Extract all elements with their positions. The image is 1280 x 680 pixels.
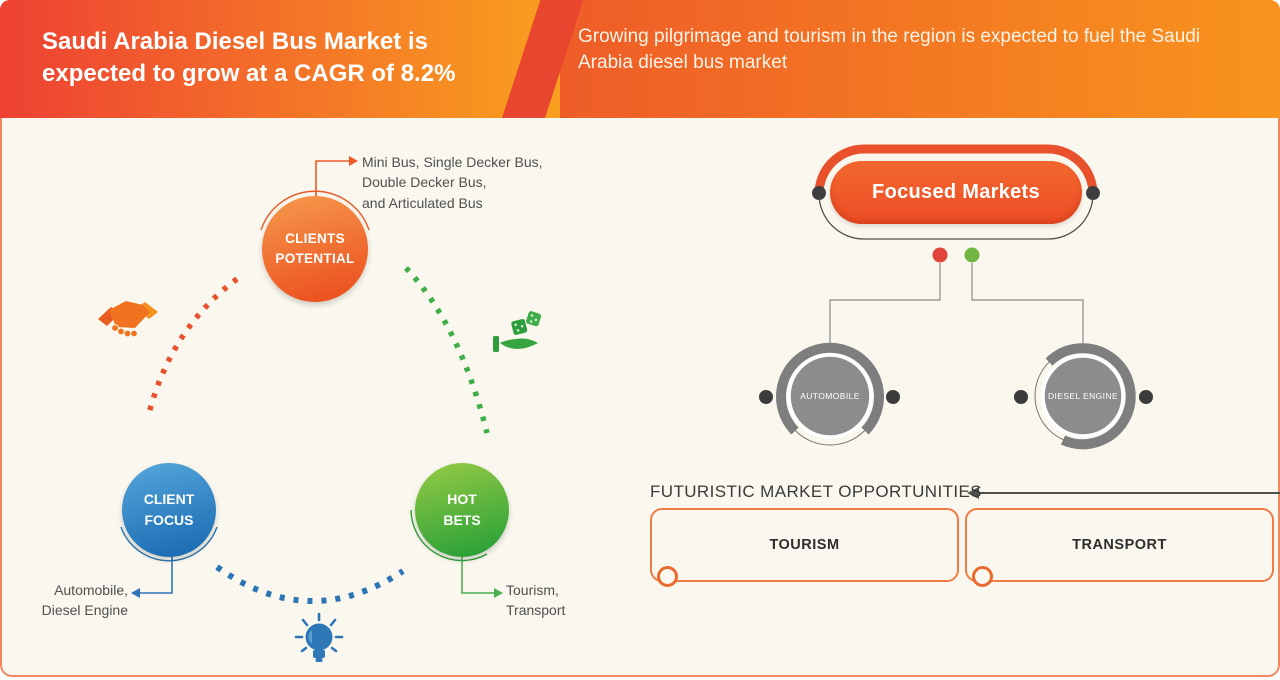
diesel-circle	[1041, 354, 1125, 438]
green-dashed-arc	[404, 266, 490, 434]
page-title: Saudi Arabia Diesel Bus Market is expect…	[42, 28, 456, 88]
focused-markets-title: Focused Markets	[872, 181, 1040, 203]
client-focus-arrow-line	[140, 556, 173, 594]
connector-to-diesel-engine	[971, 263, 1084, 348]
diesel-thick-arc	[1045, 343, 1136, 450]
hot-bets-arrow-line	[461, 556, 494, 594]
diesel-left-dot	[1014, 390, 1028, 404]
automobile-left-dot	[759, 390, 773, 404]
tourism-label: TOURISM	[769, 537, 840, 553]
banner-left-gradient	[0, 0, 560, 118]
client-focus-node: CLIENT FOCUS	[122, 463, 216, 557]
green-branch-dot	[964, 247, 980, 263]
automobile-label: AUTOMOBILE	[800, 391, 860, 401]
hot-bets-annotation: Tourism, Transport	[506, 582, 566, 619]
clients-potential-node: CLIENTS POTENTIAL	[262, 196, 368, 302]
opportunity-box-tourism: TOURISM	[650, 508, 959, 582]
red-branch-dot	[932, 247, 948, 263]
clients-potential-arrow-head	[349, 156, 358, 166]
client-focus-ring-arc	[120, 526, 218, 562]
header-banner: Saudi Arabia Diesel Bus Market is expect…	[0, 0, 1280, 118]
lightbulb-icon	[292, 606, 346, 677]
capsule-right-dot	[1086, 186, 1100, 200]
client-focus-label: CLIENT FOCUS	[143, 491, 195, 528]
clients-potential-ring-arc	[260, 190, 370, 231]
diesel-engine-label: DIESEL ENGINE	[1047, 391, 1119, 401]
automobile-circle	[787, 353, 873, 439]
orange-dashed-arc	[146, 276, 239, 414]
hot-bets-ring-arc	[410, 509, 488, 562]
diesel-right-dot	[1139, 390, 1153, 404]
dice-hand-icon	[492, 310, 544, 367]
clients-potential-label: CLIENTS POTENTIAL	[275, 230, 355, 266]
opportunities-arrow-head	[967, 487, 979, 499]
hot-bets-label: HOT BETS	[443, 491, 481, 528]
tourism-corner-ring	[657, 566, 678, 587]
opportunities-title: FUTURISTIC MARKET OPPORTUNITIES	[650, 482, 982, 501]
transport-corner-ring	[972, 566, 993, 587]
handshake-icon	[96, 297, 160, 354]
automobile-thick-arc	[776, 342, 884, 435]
hot-bets-arrow-head	[494, 588, 503, 598]
client-focus-annotation: Automobile, Diesel Engine	[41, 582, 128, 619]
blue-dashed-arc	[215, 564, 405, 604]
transport-label: TRANSPORT	[1072, 537, 1167, 553]
opportunity-box-transport: TRANSPORT	[965, 508, 1274, 582]
focused-markets-capsule: Focused Markets	[830, 161, 1082, 224]
clients-potential-annotation: Mini Bus, Single Decker Bus, Double Deck…	[362, 154, 543, 211]
capsule-top-arc	[814, 144, 1098, 195]
capsule-left-dot	[812, 186, 826, 200]
automobile-right-dot	[886, 390, 900, 404]
hot-bets-node: HOT BETS	[415, 463, 509, 557]
client-focus-arrow-head	[131, 588, 140, 598]
clients-potential-arrow-line	[315, 160, 349, 198]
connector-to-automobile	[829, 263, 941, 347]
page-subtitle: Growing pilgrimage and tourism in the re…	[578, 26, 1201, 74]
